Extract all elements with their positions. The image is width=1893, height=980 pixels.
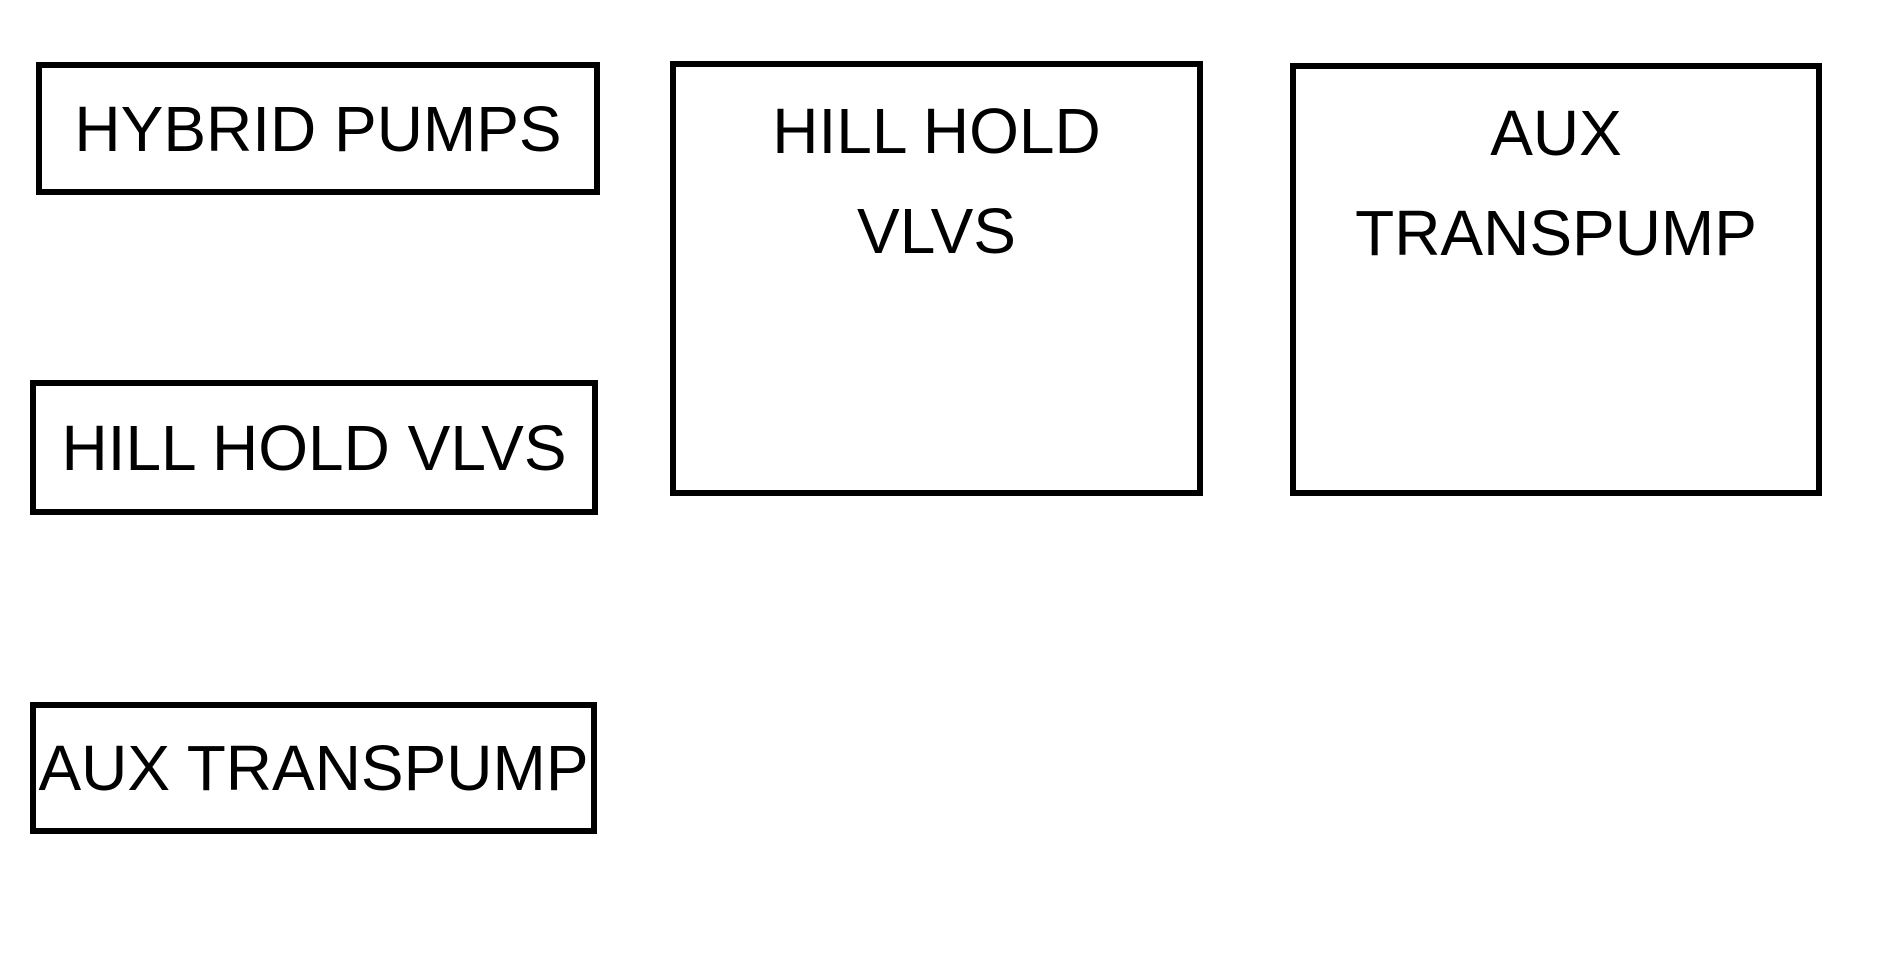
detail-box-hill-hold-vlvs-line-2: VLVS [857,195,1016,267]
detail-box-hill-hold-vlvs-line-1: HILL HOLD [772,95,1101,167]
label-hill-hold-vlvs: HILL HOLD VLVS [61,411,567,484]
detail-box-aux-transpump-line-1: AUX [1490,97,1622,169]
detail-box-hill-hold-vlvs: HILL HOLD VLVS [670,61,1203,496]
label-box-aux-transpump: AUX TRANSPUMP [30,702,597,834]
label-box-hill-hold-vlvs: HILL HOLD VLVS [30,380,598,515]
label-aux-transpump: AUX TRANSPUMP [38,732,589,804]
label-box-hybrid-pumps: HYBRID PUMPS [36,62,600,195]
detail-box-aux-transpump: AUX TRANSPUMP [1290,63,1822,496]
detail-box-aux-transpump-line-2: TRANSPUMP [1355,197,1757,269]
label-hybrid-pumps: HYBRID PUMPS [74,92,562,165]
